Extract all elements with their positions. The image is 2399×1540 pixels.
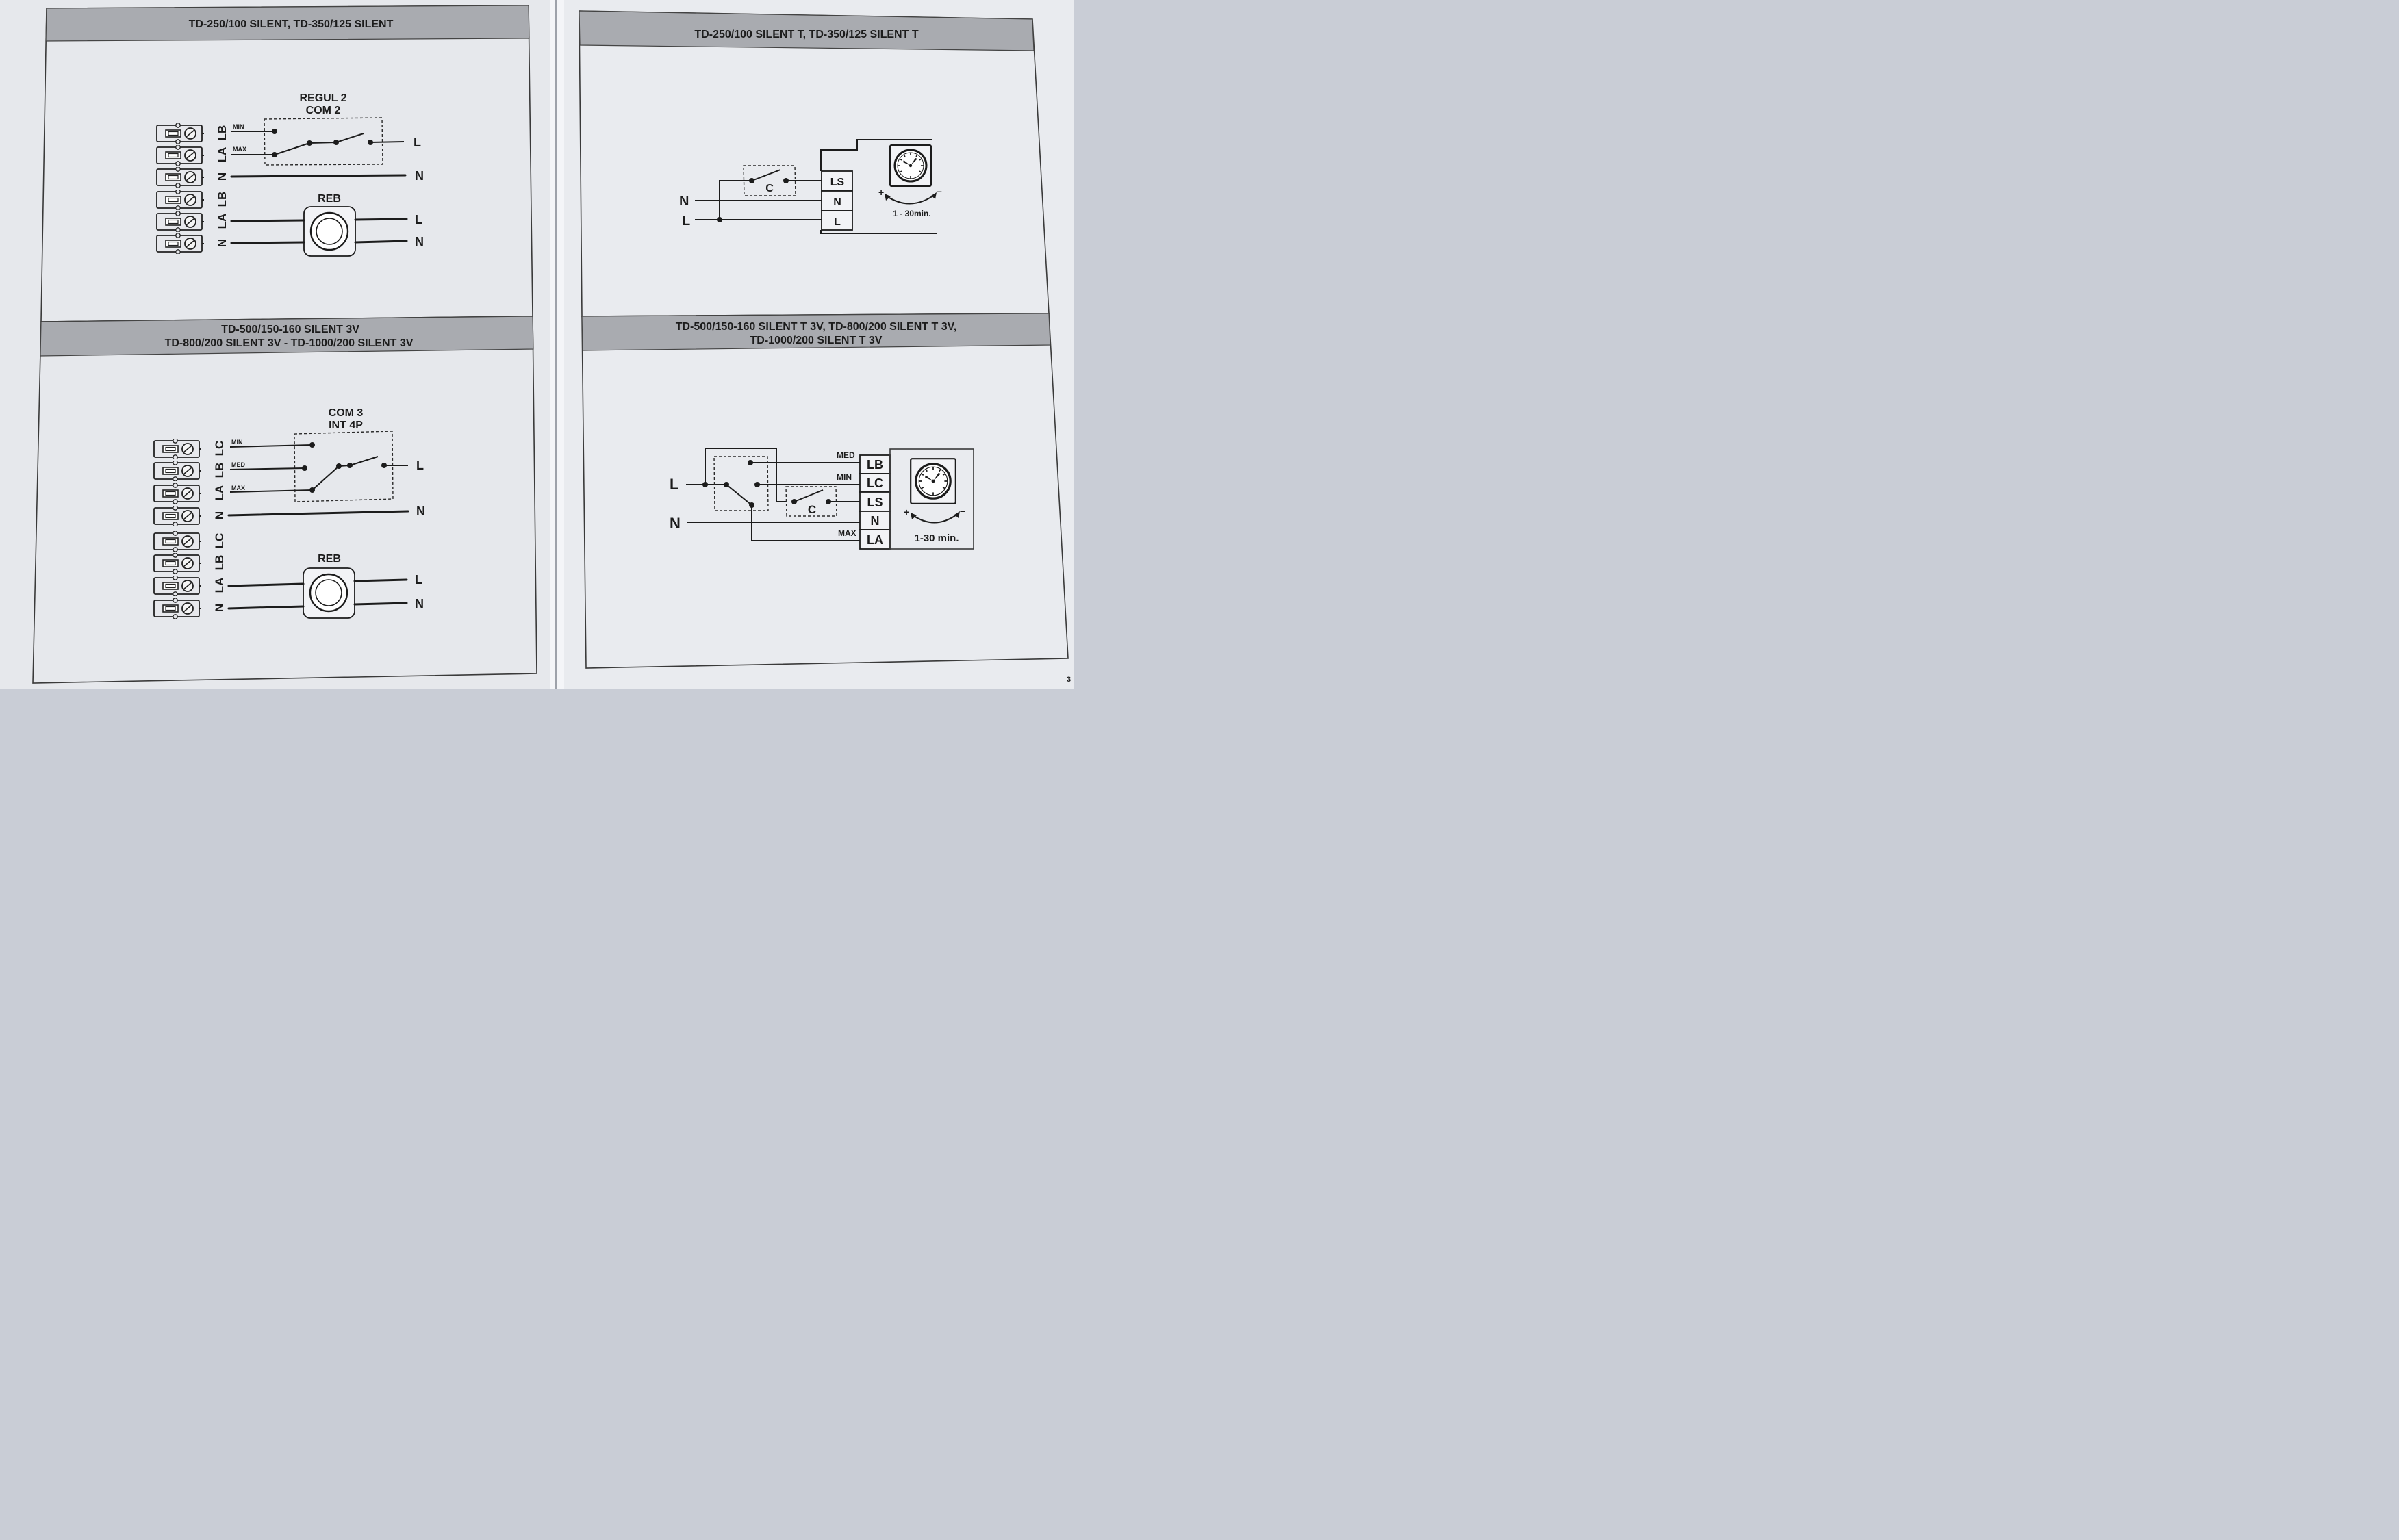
output-n: N xyxy=(416,504,425,518)
terminal-label-lb: LB xyxy=(213,555,226,571)
terminal-label-lb: LB xyxy=(216,192,229,207)
switch-box xyxy=(785,486,837,517)
panel-title: TD-250/100 SILENT T, TD-350/125 SILENT T xyxy=(694,29,918,40)
controller-label: COM 2 xyxy=(306,105,341,116)
wire-label-med: MED xyxy=(837,450,855,460)
switch-box xyxy=(743,165,796,196)
terminal-label-la: LA xyxy=(216,147,229,163)
timer-range: 1 - 30min. xyxy=(893,209,930,218)
panel-title-line2: TD-800/200 SILENT 3V - TD-1000/200 SILEN… xyxy=(165,337,414,349)
wire-label-min: MIN xyxy=(837,472,852,482)
reb-control-icon xyxy=(303,567,355,619)
terminal-label-la: LA xyxy=(213,485,226,501)
panel-title-line2: TD-1000/200 SILENT T 3V xyxy=(750,335,883,346)
wire-label-med: MED xyxy=(231,461,246,468)
output-l: L xyxy=(416,459,424,472)
manual-booklet: TD-250/100 SILENT, TD-350/125 SILENT LB … xyxy=(0,0,1074,689)
adjust-arc-icon xyxy=(911,513,959,524)
wire-label-max: MAX xyxy=(838,528,856,538)
terminal-label-lc: LC xyxy=(213,533,226,549)
panel-title-line1: TD-500/150-160 SILENT T 3V, TD-800/200 S… xyxy=(676,321,957,333)
terminal-label-n: N xyxy=(213,604,226,612)
terminal-label-ls: LS xyxy=(830,177,845,188)
switch-label: C xyxy=(765,183,774,194)
timer-clock-icon xyxy=(889,144,932,188)
wire-label-min: MIN xyxy=(233,123,244,130)
controller-label: COM 3 xyxy=(329,407,364,419)
terminal-label-n: N xyxy=(216,239,229,247)
terminal-label-la: LA xyxy=(867,533,883,547)
input-n: N xyxy=(679,194,689,209)
panel-bottom-left: TD-500/150-160 SILENT 3V TD-800/200 SILE… xyxy=(32,316,537,684)
reb-label: REB xyxy=(318,553,341,565)
terminal-label-lc: LC xyxy=(867,476,883,490)
timer-clock-icon xyxy=(909,457,957,505)
reb-control-icon xyxy=(303,206,356,257)
terminal-label-n: N xyxy=(213,511,226,519)
panel-title: TD-250/100 SILENT, TD-350/125 SILENT xyxy=(189,18,394,30)
controller-label: INT 4P xyxy=(329,420,363,431)
terminal-label-l: L xyxy=(834,216,841,228)
page-number: 3 xyxy=(1067,676,1071,684)
timer-plus: + xyxy=(878,187,884,198)
terminal-label-la: LA xyxy=(213,578,226,593)
input-n: N xyxy=(670,515,681,532)
panel-bottom-right: TD-500/150-160 SILENT T 3V, TD-800/200 S… xyxy=(581,313,1069,669)
wire-label-max: MAX xyxy=(231,485,245,491)
reb-label: REB xyxy=(318,193,341,205)
timer-range: 1-30 min. xyxy=(914,532,959,544)
output-l: L xyxy=(414,136,421,149)
terminal-label-lb: LB xyxy=(867,458,883,472)
output-n: N xyxy=(415,235,424,248)
panel-top-left: TD-250/100 SILENT, TD-350/125 SILENT LB … xyxy=(40,5,533,322)
input-l: L xyxy=(682,214,690,229)
terminal-label-lb: LB xyxy=(213,463,226,478)
timer-minus: – xyxy=(937,185,942,196)
terminal-label-lb: LB xyxy=(216,125,229,141)
output-l: L xyxy=(415,573,422,587)
terminal-label-lc: LC xyxy=(213,441,226,457)
switch-label: C xyxy=(808,503,816,516)
terminal-label-la: LA xyxy=(216,214,229,229)
panel-top-right: TD-250/100 SILENT T, TD-350/125 SILENT T… xyxy=(579,10,1050,317)
output-n: N xyxy=(415,597,424,611)
wire-label-max: MAX xyxy=(233,146,246,153)
input-l: L xyxy=(670,476,678,493)
controller-label: REGUL 2 xyxy=(299,92,346,104)
wire-label-min: MIN xyxy=(231,439,243,446)
timer-minus: – xyxy=(960,505,965,516)
output-n: N xyxy=(415,169,424,183)
terminal-label-n: N xyxy=(871,514,880,528)
speed-switch-box xyxy=(713,456,769,511)
timer-plus: + xyxy=(904,506,909,517)
terminal-label-ls: LS xyxy=(867,496,883,509)
panel-title-line1: TD-500/150-160 SILENT 3V xyxy=(221,324,359,335)
controller-box xyxy=(264,117,383,166)
adjust-arc-icon xyxy=(885,194,936,205)
timer-terminal-block xyxy=(821,170,853,231)
output-l: L xyxy=(415,213,422,227)
terminal-label-n: N xyxy=(833,196,841,208)
terminal-label-n: N xyxy=(216,172,229,181)
